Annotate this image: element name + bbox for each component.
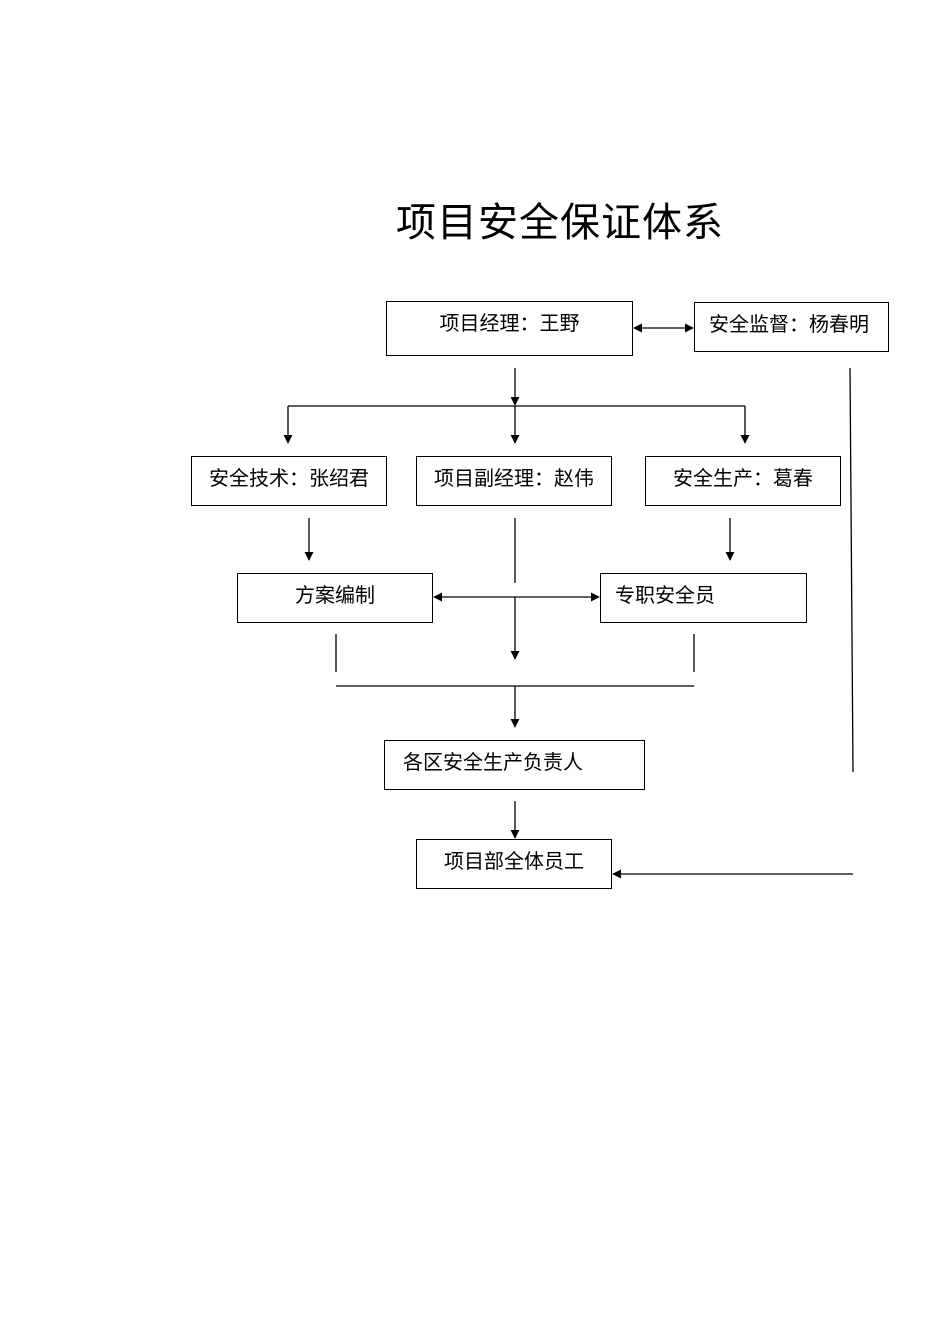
node-project-manager: 项目经理：王野 [386, 301, 633, 356]
node-area-safety-leaders: 各区安全生产负责人 [384, 740, 645, 790]
node-label: 专职安全员 [615, 583, 715, 607]
node-label: 各区安全生产负责人 [403, 750, 583, 774]
line-supervision-vertical [849, 367, 854, 773]
node-safety-production: 安全生产：葛春 [645, 456, 841, 506]
node-deputy-manager: 项目副经理：赵伟 [416, 456, 612, 506]
node-label: 安全生产：葛春 [673, 466, 813, 490]
node-label: 项目副经理：赵伟 [434, 466, 594, 490]
node-label: 安全技术：张绍君 [209, 466, 369, 490]
node-full-time-safety-officer: 专职安全员 [600, 573, 807, 623]
node-label: 项目部全体员工 [444, 849, 584, 873]
node-all-staff: 项目部全体员工 [416, 839, 612, 889]
node-plan-preparation: 方案编制 [237, 573, 433, 623]
diagram-title: 项目安全保证体系 [396, 200, 724, 246]
node-label: 方案编制 [295, 583, 375, 607]
node-safety-supervision: 安全监督：杨春明 [694, 302, 889, 352]
node-label: 项目经理：王野 [439, 311, 580, 335]
node-safety-technology: 安全技术：张绍君 [191, 456, 387, 506]
node-label: 安全监督：杨春明 [709, 312, 869, 336]
